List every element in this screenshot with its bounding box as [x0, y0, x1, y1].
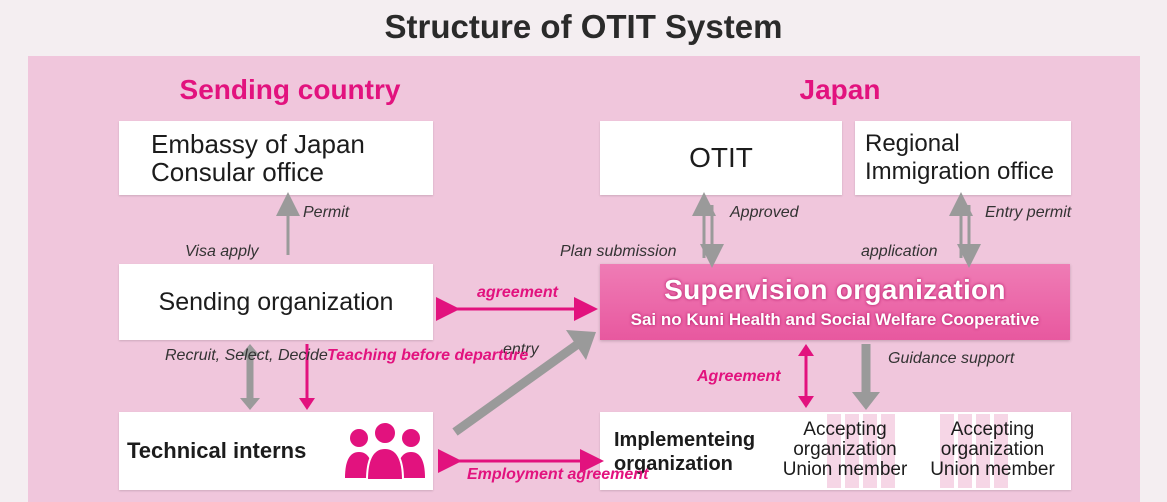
technical-interns-label: Technical interns [127, 438, 307, 463]
immigration-line2: Immigration office [865, 158, 1054, 185]
supervision-organization-box: Supervision organization Sai no Kuni Hea… [600, 264, 1070, 340]
supervision-title: Supervision organization [664, 274, 1006, 305]
embassy-line1: Embassy of Japan [151, 129, 365, 159]
label-agreement-top: agreement [477, 284, 558, 301]
embassy-line2: Consular office [151, 157, 324, 187]
label-application: application [861, 243, 938, 260]
label-entry-permit: Entry permit [985, 204, 1072, 221]
accepting-union-member-2: Accepting organization Union member [930, 419, 1055, 480]
label-approved: Approved [730, 204, 799, 221]
diagram-title: Structure of OTIT System [384, 8, 783, 45]
implementing-organization-box: Implementeing organization Accepting org… [600, 412, 1071, 490]
label-permit: Permit [303, 204, 350, 221]
label-guidance-support: Guidance support [888, 350, 1015, 367]
technical-interns-box: Technical interns [119, 412, 433, 490]
immigration-line1: Regional [865, 130, 960, 157]
label-entry: entry [503, 341, 539, 358]
implementing-line1: Implementeing [614, 429, 756, 451]
sending-organization-box: Sending organization [119, 264, 433, 340]
accepting-union-member-1: Accepting organization Union member [782, 419, 908, 480]
immigration-box: Regional Immigration office [855, 121, 1071, 195]
region-sending-country: Sending country [179, 74, 401, 105]
otit-box: OTIT [600, 121, 842, 195]
arrow-entry [452, 340, 581, 436]
otit-label: OTIT [689, 142, 753, 173]
label-teaching: Teaching before departure [327, 347, 529, 364]
people-group-icon [345, 421, 425, 481]
implementing-line2: organization [614, 453, 733, 475]
label-visa-apply: Visa apply [185, 243, 259, 260]
region-japan: Japan [799, 74, 881, 105]
label-plan-submission: Plan submission [560, 243, 677, 260]
label-recruit: Recruit, Select, Decide [165, 347, 328, 364]
label-agreement-mid: Agreement [697, 368, 781, 385]
sending-organization-label: Sending organization [158, 288, 394, 316]
embassy-box: Embassy of Japan Consular office [119, 121, 433, 195]
supervision-subtitle: Sai no Kuni Health and Social Welfare Co… [630, 310, 1040, 329]
label-employment-agreement: Employment agreement [467, 466, 649, 483]
